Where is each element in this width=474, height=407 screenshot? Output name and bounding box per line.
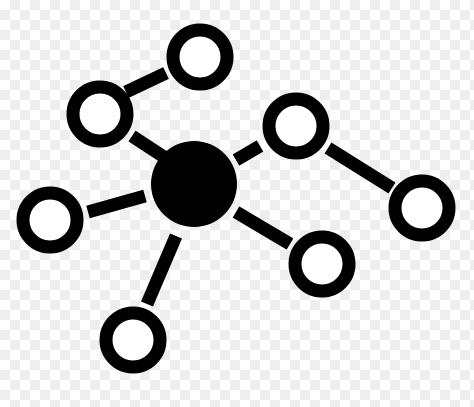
edge-hub-bottom	[141, 233, 182, 307]
node-upper-left	[66, 80, 134, 148]
node-top	[166, 23, 234, 91]
node-left	[16, 186, 84, 254]
edge-upper-left-top	[123, 67, 169, 98]
node-far-right	[388, 174, 456, 242]
edge-upper-right-far-right	[324, 142, 396, 194]
edge-hub-upper-left	[128, 130, 168, 163]
edge-hub-left	[86, 189, 147, 219]
edge-hub-lower-right	[232, 206, 294, 250]
node-upper-right	[262, 92, 330, 160]
edge-hub-upper-right	[232, 140, 264, 166]
node-lower-right	[288, 230, 356, 298]
node-bottom	[99, 306, 167, 374]
hub-node	[151, 141, 237, 227]
